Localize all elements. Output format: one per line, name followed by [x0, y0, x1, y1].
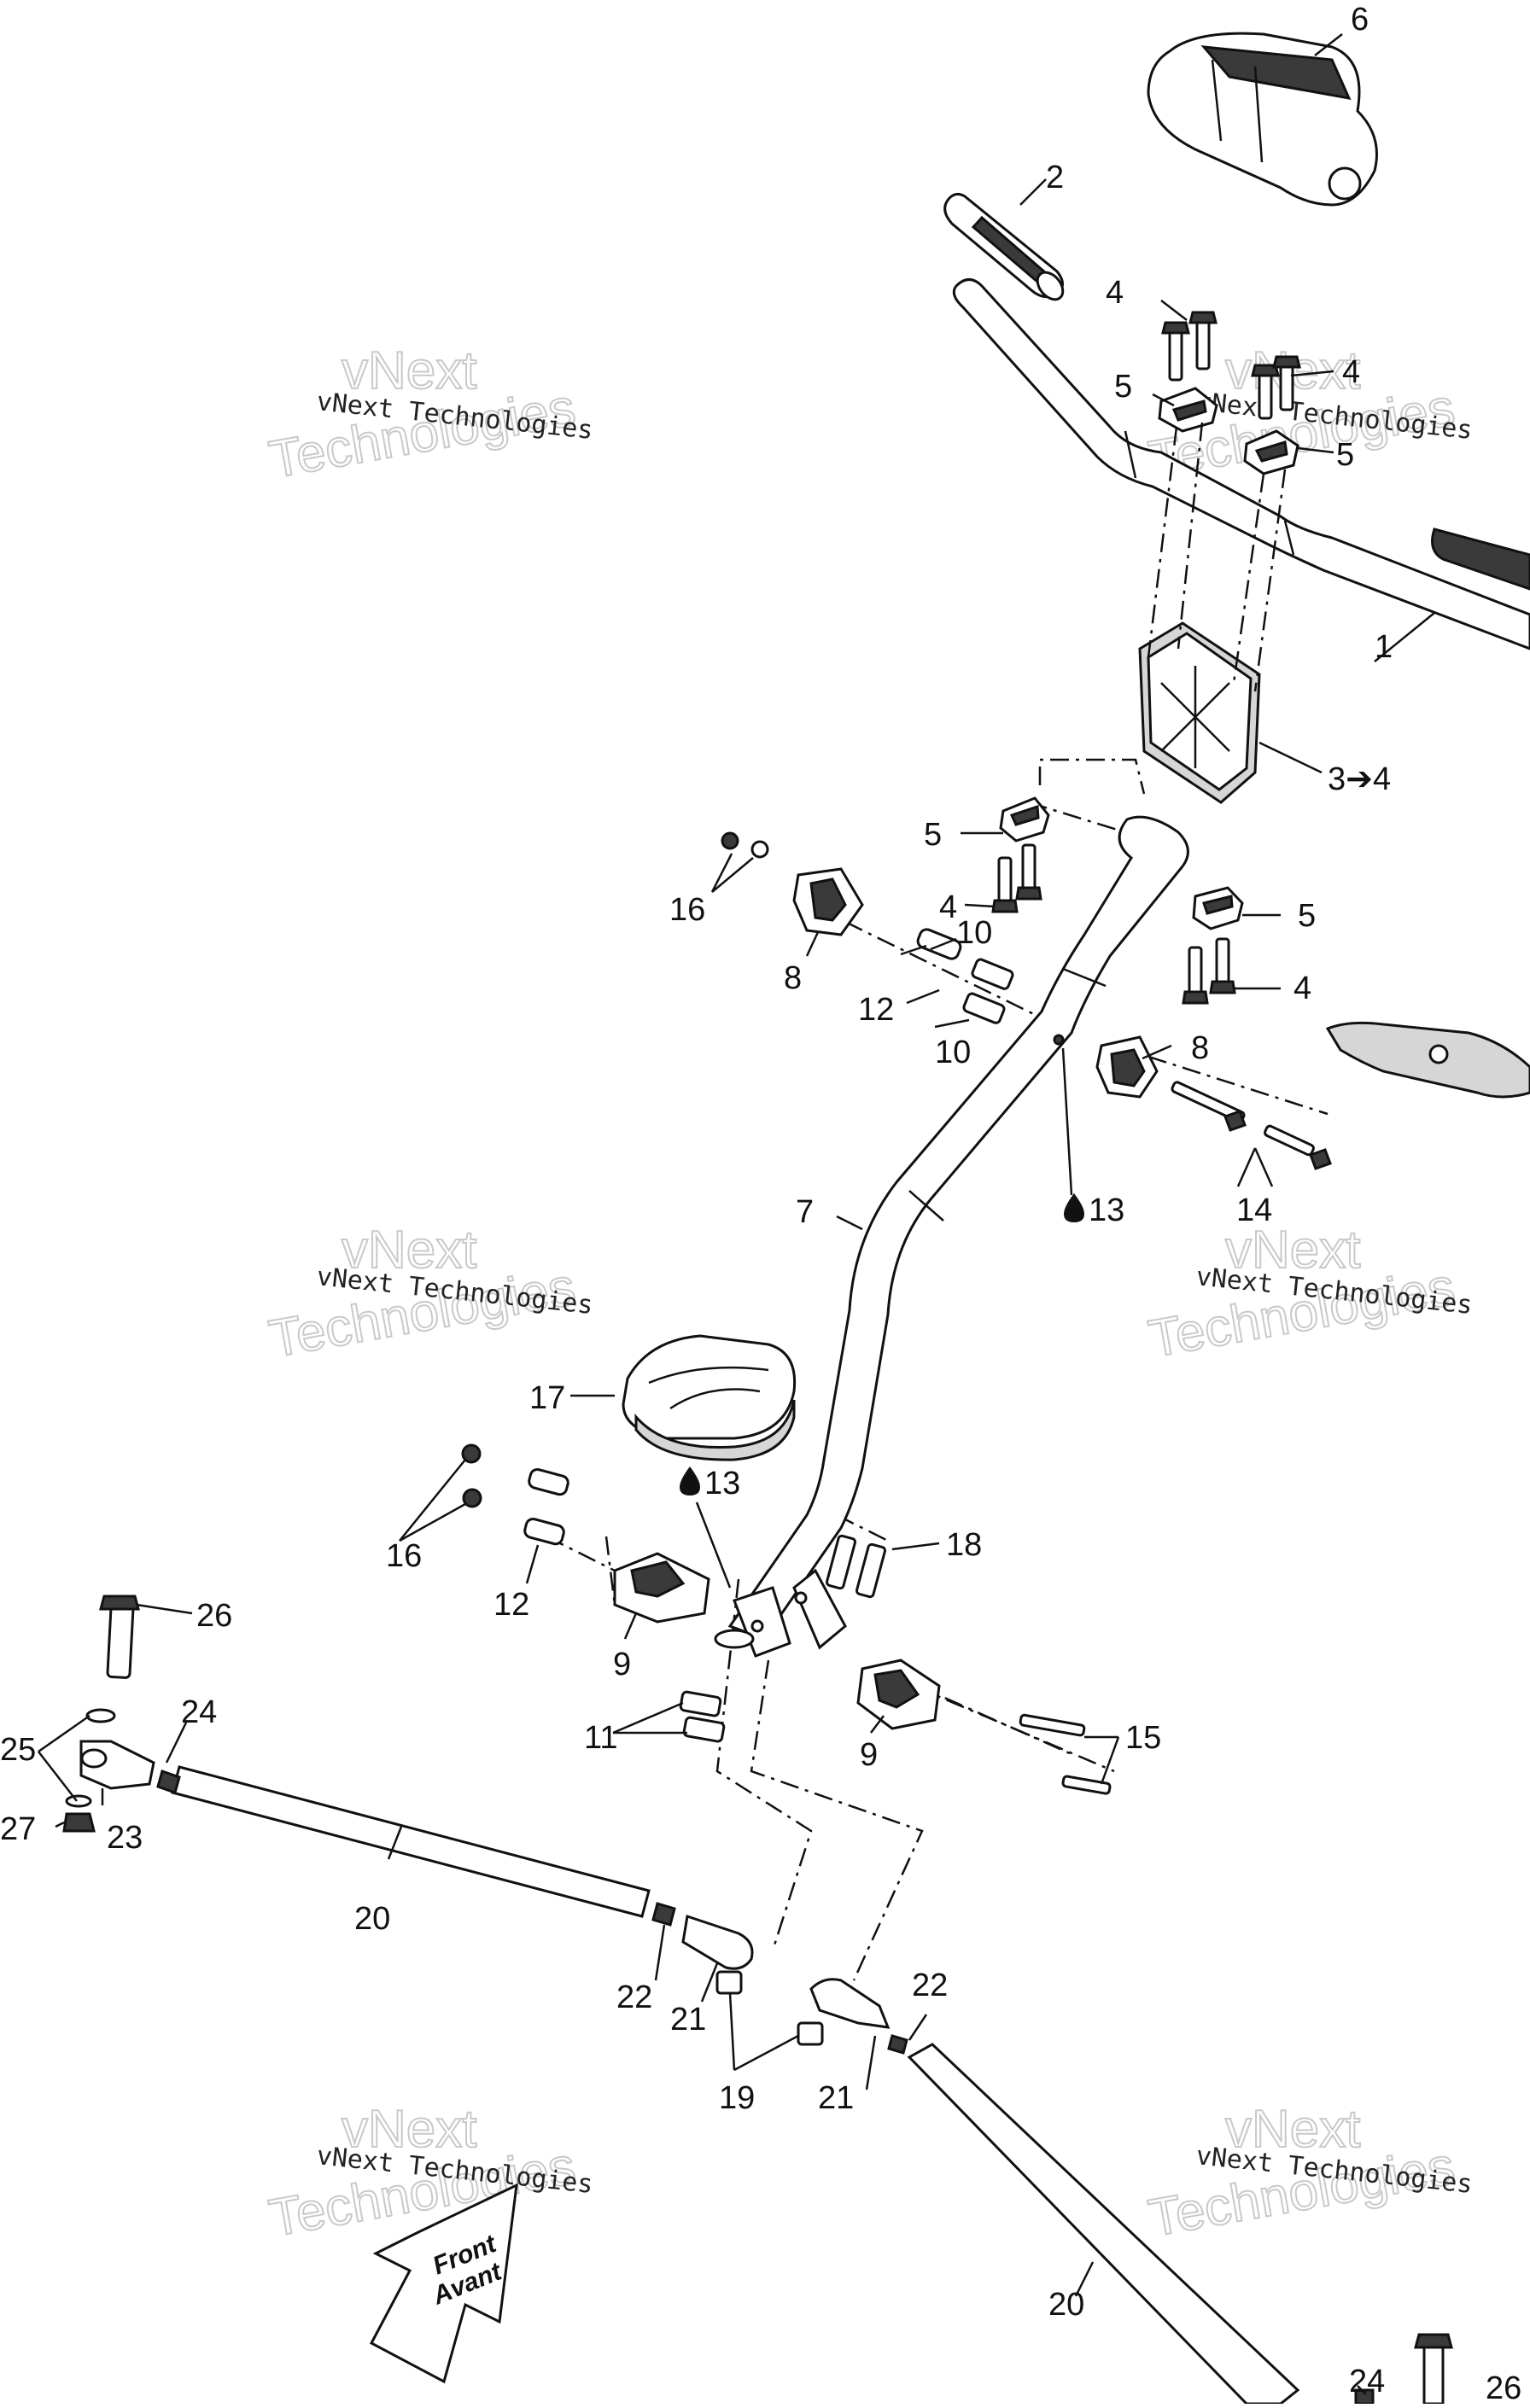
- callout-26: 26: [1486, 2370, 1521, 2404]
- steering-riser: [1138, 621, 1261, 804]
- callout-27: 27: [0, 1811, 36, 1847]
- callout-9: 9: [613, 1647, 631, 1682]
- callout-12: 12: [493, 1587, 529, 1623]
- callout-15: 15: [1125, 1720, 1161, 1756]
- watermark-4: vNext Technologies vNext Technologies: [1143, 1220, 1474, 1370]
- callout-17: 17: [529, 1380, 565, 1416]
- callout-26: 26: [196, 1598, 232, 1634]
- callout-11: 11: [584, 1720, 617, 1756]
- side-bracket: [1325, 1021, 1530, 1099]
- tie-rod-right: [797, 1978, 1300, 2405]
- callout-9: 9: [860, 1737, 878, 1773]
- callout-12: 12: [858, 992, 894, 1028]
- column-cover: [622, 1334, 797, 1461]
- callout-21: 21: [818, 2080, 854, 2116]
- callout-25: 25: [0, 1732, 36, 1768]
- callout-21: 21: [670, 2002, 706, 2038]
- callout-22: 22: [616, 1979, 652, 2015]
- handlebar-pad: [1147, 32, 1378, 207]
- callout-10: 10: [935, 1035, 971, 1070]
- watermark-text: vNext: [342, 2100, 476, 2159]
- front-direction-arrow: Front Avant: [369, 2183, 518, 2384]
- callout-10: 10: [956, 915, 992, 951]
- callout-22: 22: [912, 1968, 948, 2003]
- callout-5: 5: [924, 817, 942, 853]
- watermark-text: vNext: [342, 341, 476, 400]
- callout-24: 24: [1349, 2364, 1385, 2399]
- drop-icon: [680, 1466, 700, 1496]
- callout-8: 8: [784, 960, 802, 996]
- callout-14: 14: [1236, 1192, 1272, 1228]
- assembly-lines: [546, 422, 1329, 1981]
- watermark-3: vNext Technologies vNext Technologies: [264, 1220, 594, 1370]
- callout-4: 4: [1106, 275, 1124, 311]
- middle-clamps: [991, 796, 1244, 1005]
- steering-column: [727, 815, 1189, 1641]
- callout-23: 23: [107, 1820, 143, 1856]
- callout-20: 20: [1048, 2287, 1084, 2323]
- callout-16: 16: [669, 892, 705, 928]
- leader-lines: [38, 33, 1435, 2395]
- callout-13: 13: [1089, 1192, 1124, 1228]
- callout-20: 20: [354, 1901, 390, 1937]
- callout-4: 4: [1342, 354, 1360, 390]
- drop-icon: [1064, 1193, 1084, 1222]
- callout-2: 2: [1046, 160, 1064, 195]
- column-lower-bracket: [733, 1568, 847, 1658]
- tie-rod-left: [156, 1765, 754, 1995]
- callout-18: 18: [946, 1527, 982, 1563]
- callout-16: 16: [386, 1538, 422, 1574]
- handlebar: [952, 278, 1530, 650]
- callout-19: 19: [719, 2080, 755, 2116]
- watermark-6: vNext Technologies vNext Technologies: [1143, 2099, 1474, 2249]
- watermark-text: vNext: [1225, 2100, 1360, 2159]
- watermark-1: vNext Technologies vNext Technologies: [264, 341, 594, 491]
- watermark-text: vNext: [342, 1221, 476, 1280]
- callout-6: 6: [1351, 2, 1369, 38]
- callout-5: 5: [1336, 437, 1354, 473]
- callout-5: 5: [1114, 369, 1132, 405]
- callout-1: 1: [1375, 629, 1393, 665]
- callout-4: 4: [1293, 971, 1311, 1006]
- callout-8: 8: [1191, 1030, 1209, 1066]
- upper-clamp-bolts: [1161, 311, 1301, 420]
- lower-pivot-parts: [461, 1443, 1112, 1795]
- upper-pivot-parts: [721, 831, 1332, 1170]
- callout-7: 7: [796, 1194, 814, 1230]
- left-rod-end: [62, 1595, 155, 1833]
- handlebar-grip: [943, 192, 1065, 301]
- callout-24: 24: [181, 1694, 217, 1730]
- callout-4: 4: [939, 889, 957, 925]
- callout-13: 13: [704, 1466, 740, 1501]
- callout-3-to-4: 3➔4: [1328, 761, 1391, 797]
- callout-5: 5: [1298, 898, 1316, 934]
- upper-clamps: [1158, 387, 1299, 475]
- watermark-text: vNext: [1225, 1221, 1360, 1280]
